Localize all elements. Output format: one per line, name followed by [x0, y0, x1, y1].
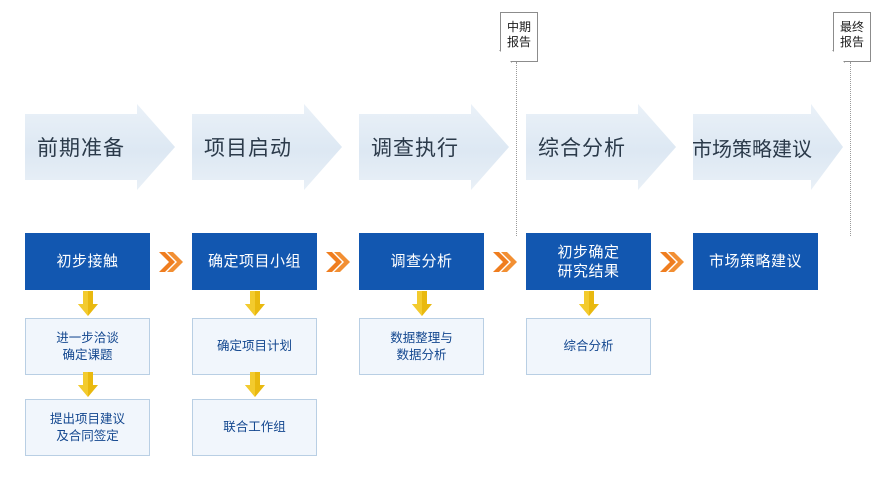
- sub-step-4-1[interactable]: 综合分析: [526, 318, 651, 375]
- phase-banner-3[interactable]: 调查执行: [359, 104, 509, 190]
- sub-step-label-line2: 数据分析: [396, 347, 447, 362]
- phase-banner-label: 前期准备: [37, 137, 125, 160]
- milestone-flag-final-report[interactable]: 最终 报告: [832, 12, 871, 63]
- sub-step-label: 综合分析: [563, 339, 614, 353]
- primary-step-label-line1: 初步确定: [557, 243, 620, 261]
- milestone-flag-midterm-report[interactable]: 中期 报告: [499, 12, 538, 63]
- double-chevron-right-icon: [158, 250, 183, 272]
- banner-arrow-shape-icon: [693, 104, 843, 190]
- milestone-dotted-line-midterm: [516, 62, 517, 236]
- flag-label: 最终 报告: [833, 12, 871, 62]
- double-chevron-right-icon: [659, 250, 684, 272]
- primary-step-label-line2: 研究结果: [557, 262, 620, 280]
- sub-step-label-line2: 及合同签定: [56, 428, 119, 443]
- down-arrow-icon: [578, 291, 600, 317]
- phase-banner-label: 项目启动: [204, 137, 292, 160]
- primary-step-label: 初步确定 研究结果: [557, 243, 619, 281]
- sub-step-1-1[interactable]: 进一步洽谈 确定课题: [25, 318, 150, 375]
- sub-step-label: 提出项目建议 及合同签定: [50, 411, 125, 445]
- primary-step-label: 确定项目小组: [207, 253, 301, 270]
- primary-step-label: 市场策略建议: [708, 253, 802, 270]
- sub-step-2-1[interactable]: 确定项目计划: [192, 318, 317, 375]
- flag-label-line1: 中期: [506, 20, 531, 34]
- primary-step-label: 调查分析: [390, 253, 453, 270]
- double-chevron-right-icon: [325, 250, 350, 272]
- double-chevron-right-icon: [492, 250, 517, 272]
- phase-banner-5[interactable]: 市场策略建议: [692, 104, 843, 190]
- down-arrow-icon: [411, 291, 433, 317]
- sub-step-label-line1: 数据整理与: [390, 330, 453, 345]
- sub-step-label: 进一步洽谈 确定课题: [56, 330, 119, 364]
- flag-label-line2: 报告: [506, 35, 531, 49]
- primary-step-label: 初步接触: [56, 253, 119, 270]
- phase-banner-label: 市场策略建议: [692, 138, 812, 161]
- primary-step-1[interactable]: 初步接触: [25, 233, 150, 290]
- sub-step-label: 确定项目计划: [216, 339, 292, 353]
- phase-banner-4[interactable]: 综合分析: [526, 104, 676, 190]
- sub-step-label-line2: 确定课题: [62, 347, 113, 362]
- down-arrow-icon: [244, 372, 266, 398]
- primary-step-3[interactable]: 调查分析: [359, 233, 484, 290]
- primary-step-5[interactable]: 市场策略建议: [693, 233, 818, 290]
- phase-banner-label: 调查执行: [371, 137, 459, 160]
- phase-banner-1[interactable]: 前期准备: [25, 104, 175, 190]
- flag-label-line1: 最终: [839, 20, 864, 34]
- flag-label: 中期 报告: [500, 12, 538, 62]
- primary-step-2[interactable]: 确定项目小组: [192, 233, 317, 290]
- sub-step-label-line1: 提出项目建议: [49, 411, 125, 426]
- flag-paper: [833, 12, 871, 62]
- down-arrow-icon: [77, 372, 99, 398]
- sub-step-label: 数据整理与 数据分析: [390, 330, 453, 364]
- phase-banner-label: 综合分析: [538, 137, 626, 160]
- sub-step-label-line1: 进一步洽谈: [56, 330, 119, 345]
- sub-step-label: 联合工作组: [223, 420, 286, 434]
- sub-step-3-1[interactable]: 数据整理与 数据分析: [359, 318, 484, 375]
- flag-label-line2: 报告: [839, 35, 864, 49]
- down-arrow-icon: [244, 291, 266, 317]
- phase-banner-2[interactable]: 项目启动: [192, 104, 342, 190]
- flag-paper: [500, 12, 538, 62]
- primary-step-4[interactable]: 初步确定 研究结果: [526, 233, 651, 290]
- sub-step-1-2[interactable]: 提出项目建议 及合同签定: [25, 399, 150, 456]
- down-arrow-icon: [77, 291, 99, 317]
- milestone-dotted-line-final: [850, 62, 851, 236]
- sub-step-2-2[interactable]: 联合工作组: [192, 399, 317, 456]
